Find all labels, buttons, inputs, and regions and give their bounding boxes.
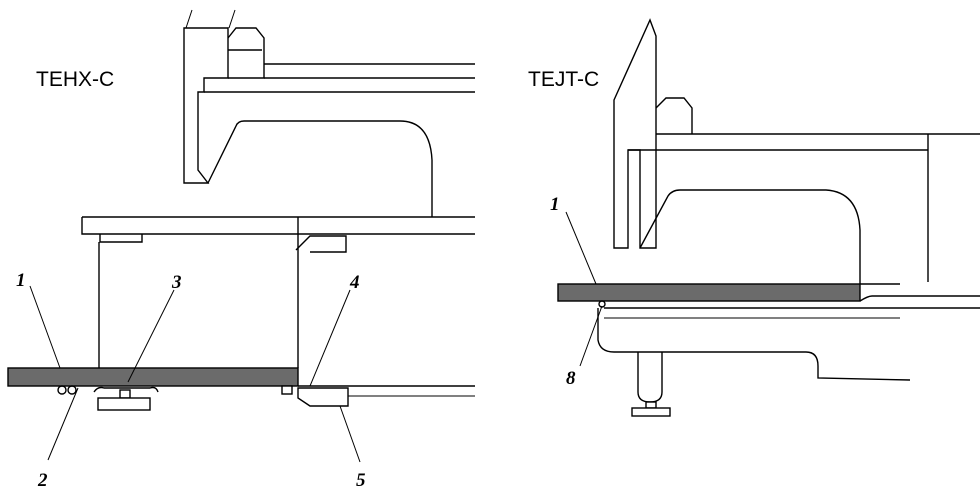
- roller-2: [67, 385, 77, 395]
- callout-5: 5: [356, 470, 366, 490]
- machine-head-right: [613, 18, 657, 249]
- leader-1-right: [565, 211, 597, 285]
- head-cap-right: [655, 97, 693, 134]
- arm-curve-right: [639, 189, 861, 284]
- head-cap: [227, 27, 265, 79]
- table-plate-left: [7, 367, 299, 387]
- callout-4: 4: [349, 272, 360, 293]
- callout-8: 8: [566, 368, 576, 389]
- foot-pad: [631, 407, 671, 417]
- foot-stem: [637, 352, 663, 403]
- table-bracket-left: [99, 234, 143, 243]
- leader-1-left: [29, 285, 61, 369]
- roller-1: [57, 385, 67, 395]
- table-bracket-right: [295, 235, 347, 253]
- leader-5: [339, 405, 361, 463]
- knob-base: [97, 397, 151, 411]
- clamp-screw: [281, 385, 293, 395]
- machine-head: [183, 27, 229, 184]
- callout-3: 3: [171, 272, 182, 293]
- table-top: [81, 216, 475, 235]
- tejt-c-machine-drawing: [557, 18, 980, 417]
- clamp-block: [297, 387, 349, 407]
- model-title-right: TEJT-C: [528, 68, 599, 91]
- knob-stem: [119, 389, 131, 399]
- tehx-c-machine-drawing: [7, 9, 475, 463]
- base-rail-top: [859, 283, 980, 302]
- leader-3: [127, 289, 175, 383]
- base-body: [597, 308, 911, 381]
- callout-2: 2: [37, 470, 48, 490]
- callout-1-right: 1: [550, 194, 560, 215]
- model-title-left: TEHX-C: [36, 68, 114, 91]
- leader-2: [47, 387, 79, 461]
- foot-neck: [645, 401, 657, 409]
- cut-line-right: [228, 9, 236, 29]
- leader-8: [579, 305, 603, 367]
- callout-1-left: 1: [16, 270, 26, 291]
- leader-4: [309, 289, 351, 387]
- arm-curve: [207, 120, 433, 217]
- table-plate-right: [557, 283, 861, 302]
- spring-clip: [93, 386, 159, 393]
- cut-line-left: [185, 9, 193, 29]
